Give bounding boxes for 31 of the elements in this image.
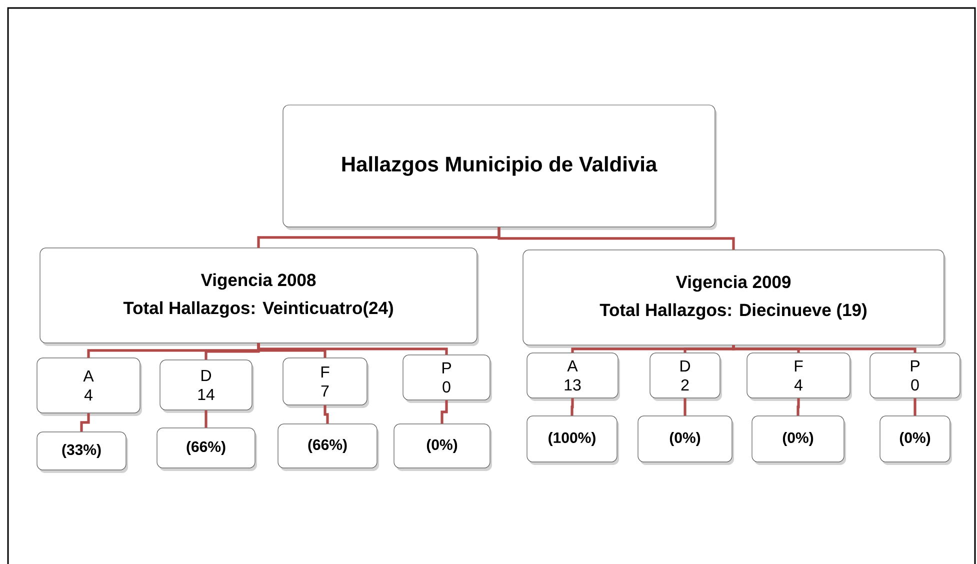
category-box: P 0 <box>402 354 492 403</box>
connector <box>914 398 916 416</box>
connector <box>324 405 329 424</box>
category-box: P 0 <box>870 352 962 401</box>
connector <box>498 227 735 250</box>
connector <box>440 400 448 424</box>
connector <box>257 343 448 355</box>
percentage-box: (0%) <box>638 416 734 465</box>
connector <box>796 398 800 416</box>
percentage-box: (66%) <box>156 428 257 471</box>
percentage-box: (0%) <box>394 424 492 471</box>
percentage-box: (0%) <box>880 416 952 465</box>
connector <box>204 410 208 428</box>
connector <box>684 345 735 353</box>
category-box: D 14 <box>160 360 254 413</box>
percentage-box: (66%) <box>278 424 379 471</box>
connector <box>80 413 90 432</box>
category-box: A 13 <box>526 352 620 401</box>
percentage-box: (0%) <box>752 416 846 465</box>
percentage-box: (33%) <box>36 432 128 473</box>
percentage-box: (100%) <box>526 416 619 465</box>
connector <box>732 345 916 353</box>
title-box: Hallazgos Municipio de Valdivia <box>282 104 717 230</box>
category-box: F 7 <box>282 358 369 408</box>
connector <box>570 398 574 416</box>
category-box: F 4 <box>746 352 852 401</box>
year-box: Vigencia 2008 Total Hallazgos: Veinticuatro(24) <box>40 248 479 346</box>
connector <box>684 398 686 416</box>
year-box: Vigencia 2009 Total Hallazgos: Diecinueve (19) <box>522 250 946 348</box>
category-box: A 4 <box>36 358 142 416</box>
category-box: D 2 <box>650 352 722 401</box>
